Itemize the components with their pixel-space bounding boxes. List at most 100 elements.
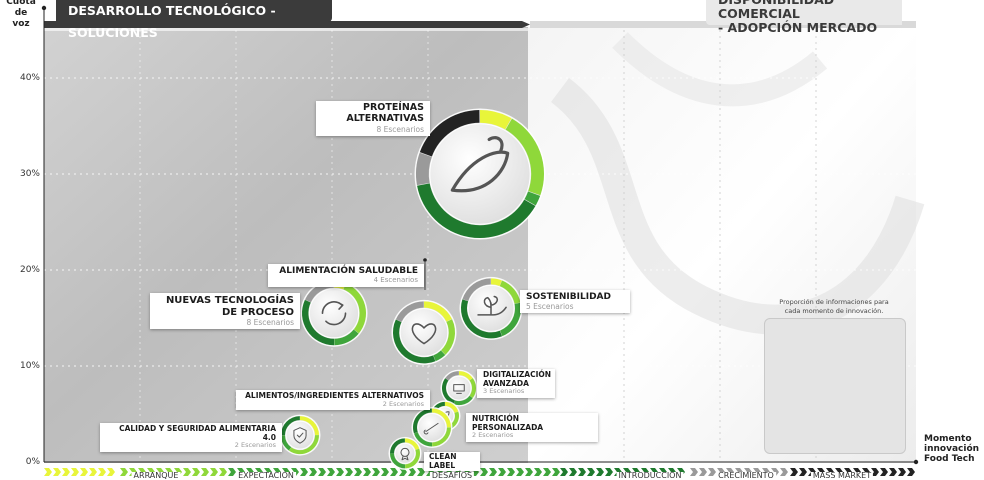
stage-chevron (183, 468, 191, 476)
legend-caption-line2: cada momento de innovación. (784, 307, 884, 315)
label-alimentacion-saludable: ALIMENTACIÓN SALUDABLE 4 Escenarios (268, 264, 424, 287)
label-calidad-seguridad: CALIDAD Y SEGURIDAD ALIMENTARIA 4.0 2 Es… (100, 423, 282, 453)
stage-chevron (790, 468, 798, 476)
bubble-ring-segment (424, 301, 452, 322)
stage-chevron (80, 468, 88, 476)
bubble-ring-segment (432, 427, 451, 447)
bubble-title: CLEAN LABEL (429, 452, 457, 470)
legend-caption-line1: Proporción de informaciones para (779, 298, 889, 306)
bubble-title: ALIMENTOS/INGREDIENTES ALTERNATIVOS (245, 391, 424, 400)
fabric-fold-2 (612, 32, 828, 107)
label-nuevas-tecnologias: NUEVAS TECNOLOGÍAS DE PROCESO 8 Escenari… (150, 293, 300, 329)
bubble-title: SOSTENIBILIDAD (526, 292, 611, 302)
x-stage-label: DESAFÍOS (429, 471, 475, 480)
stage-chevron (417, 468, 425, 476)
shield-check-icon (293, 427, 307, 444)
stage-chevron (53, 468, 61, 476)
bubble-ring-segment (405, 438, 420, 450)
bubble-title: CALIDAD Y SEGURIDAD ALIMENTARIA 4.0 (119, 424, 276, 442)
header-band-arrow (522, 21, 530, 28)
stage-chevron (381, 468, 389, 476)
bubble-scenarios: 3 Escenarios (483, 387, 525, 396)
bubble-scenarios: 2 Escenarios (234, 441, 276, 450)
bubble-ring-segment (461, 299, 503, 339)
stage-chevron (699, 468, 707, 476)
stage-chevron (889, 468, 897, 476)
x-axis-title-line2: innovación (924, 444, 980, 454)
stage-chevron (62, 468, 70, 476)
stage-chevron (578, 468, 586, 476)
stage-chevron (71, 468, 79, 476)
y-tick-label: 20% (19, 265, 40, 275)
stage-chevron (690, 468, 698, 476)
process-cycle-icon (321, 301, 347, 326)
bubble-face (399, 308, 449, 357)
axes (41, 5, 919, 476)
label-clean-label: CLEAN LABEL (424, 452, 480, 472)
bubble-title: NUEVAS TECNOLOGÍAS DE PROCESO (165, 295, 294, 318)
bubble-ring-segment (433, 350, 446, 362)
stage-chevron (780, 468, 788, 476)
header-band-edge (44, 28, 528, 31)
stage-chevron (516, 468, 524, 476)
bubble-ring-segment (441, 319, 455, 355)
bubble-title: NUTRICIÓN PERSONALIZADA (472, 414, 544, 432)
stage-chevron (587, 468, 595, 476)
stage-chevron (596, 468, 604, 476)
bubble-scenarios: 8 Escenarios (246, 318, 294, 327)
stage-chevron (98, 468, 106, 476)
header-market-adoption: DISPONIBILIDAD COMERCIAL - ADOPCIÓN MERC… (706, 0, 902, 35)
stage-chevron (363, 468, 371, 476)
stage-chevron (228, 468, 236, 476)
stage-chevron (569, 468, 577, 476)
stage-chevron (44, 468, 52, 476)
bubble-heart (391, 299, 457, 365)
y-tick-label: 0% (25, 457, 40, 467)
stage-chevron (552, 468, 560, 476)
stage-chevron (336, 468, 344, 476)
bubble-ring-segment (499, 280, 521, 304)
stage-chevron (300, 468, 308, 476)
bubble-ring-segment (405, 448, 420, 469)
bubble-ring-segment (505, 118, 544, 196)
stage-chevron (408, 468, 416, 476)
stage-chevron (708, 468, 716, 476)
bubble-ring-segment (415, 152, 432, 186)
bubble-ring-segment (445, 401, 459, 413)
bubble-ring-segment (343, 283, 367, 334)
bubble-face (394, 442, 416, 464)
bubble-ring-segment (459, 371, 473, 381)
bubble-scenarios: 5 Escenarios (526, 302, 574, 312)
stage-chevron (192, 468, 200, 476)
bubble-ring-segment (524, 191, 541, 206)
stage-chevron (534, 468, 542, 476)
stage-chevron (605, 468, 613, 476)
y-tick-label: 30% (19, 169, 40, 179)
bubble-ring-segment (453, 395, 473, 406)
stage-chevron (120, 468, 128, 476)
bubble-ring-segment (462, 278, 491, 301)
digital-icon (453, 384, 465, 394)
bubble-ring-segment (288, 435, 319, 455)
y-axis-title-line1: Cuota (6, 0, 36, 7)
bubble-process-cycle (300, 279, 368, 347)
bubble-face (429, 123, 531, 225)
stage-chevron (799, 468, 807, 476)
bubble-ring-segment (390, 453, 405, 469)
bubble-ring-segment (392, 319, 436, 364)
nutrition-icon (423, 422, 439, 435)
stage-chevron (880, 468, 888, 476)
legend-box (764, 318, 906, 454)
bubble-shield-check (279, 414, 321, 456)
x-stage-label: MASS MARKET (810, 471, 874, 480)
stage-chevron (309, 468, 317, 476)
stage-chevron (327, 468, 335, 476)
header-market-adoption-line1: DISPONIBILIDAD COMERCIAL (718, 0, 834, 21)
bubble-scenarios: 2 Escenarios (382, 399, 424, 408)
bubble-ring-segment (413, 408, 432, 434)
stage-chevron (345, 468, 353, 476)
bubble-ring-segment (419, 110, 480, 157)
bubble-ring-segment (301, 299, 334, 346)
